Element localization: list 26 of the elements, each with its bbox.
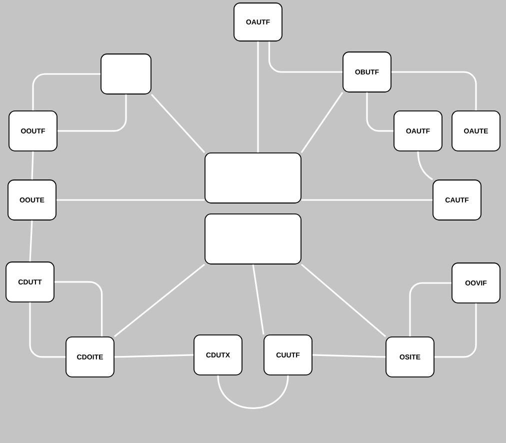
empty-box <box>100 54 152 94</box>
connector-line <box>300 92 344 153</box>
connector-line <box>257 41 259 153</box>
connector-line <box>29 220 33 262</box>
empty-box <box>204 152 302 204</box>
connector-line <box>366 92 394 132</box>
connector-line <box>217 375 289 409</box>
connector-line <box>252 264 264 335</box>
connector-line <box>31 151 34 180</box>
connector-line <box>114 264 206 338</box>
connector-line <box>54 281 103 337</box>
connector-line <box>32 73 101 111</box>
connector-line <box>312 354 386 358</box>
connector-line <box>417 151 433 180</box>
empty-box <box>204 214 302 264</box>
connector-line <box>56 199 205 201</box>
connector-line <box>114 354 194 358</box>
connector-line <box>29 302 66 358</box>
connector-line <box>57 94 127 132</box>
connector-line <box>434 303 477 358</box>
connector-line <box>301 199 433 201</box>
connector-line <box>391 71 477 111</box>
connector-line <box>150 94 206 154</box>
connector-line <box>268 41 343 73</box>
connector-line <box>409 282 452 337</box>
connector-line <box>300 264 386 338</box>
